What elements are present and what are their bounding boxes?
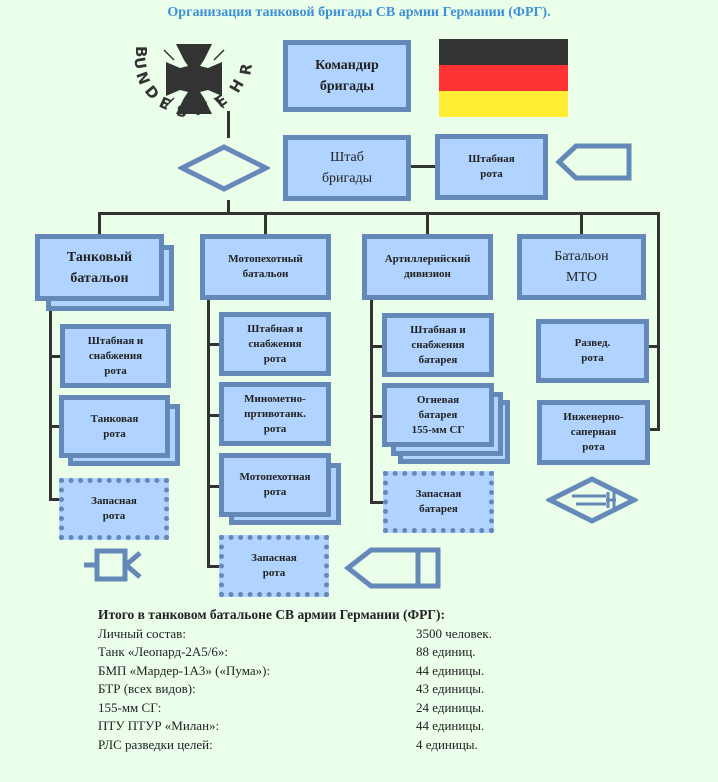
summary-value: 3500 человек. — [416, 625, 492, 641]
summary-value: 4 единицы. — [416, 736, 478, 752]
tank-symbol-icon — [84, 548, 142, 582]
svg-text:U: U — [130, 56, 150, 71]
bundeswehr-logo: B U N D E S W E H R — [130, 44, 256, 121]
connector — [207, 343, 221, 346]
connector — [648, 428, 660, 431]
summary-table: Итого в танковом батальоне СВ армии Герм… — [98, 606, 492, 754]
connector — [207, 300, 210, 568]
svg-text:B: B — [132, 46, 150, 57]
company-pennant-icon — [555, 143, 632, 181]
summary-row: БМП «Мардер-1А3» («Пума»): 44 единицы. — [98, 662, 492, 681]
summary-label: 155-мм СГ: — [98, 699, 162, 715]
summary-value: 24 единицы. — [416, 699, 485, 715]
connector — [49, 355, 61, 358]
connector — [657, 212, 660, 430]
connector — [207, 485, 221, 488]
connector — [49, 300, 52, 500]
summary-label: ПТУ ПТУР «Милан»: — [98, 718, 220, 733]
svg-text:D: D — [141, 82, 163, 103]
connector — [49, 425, 61, 428]
tank-bn-hq-supply-company[interactable]: Штабная и снабжения рота — [60, 324, 171, 388]
summary-label: РЛС разведки целей: — [98, 736, 213, 752]
node-commander[interactable]: Командир бригады — [283, 40, 411, 112]
connector — [580, 212, 583, 236]
engineer-diamond-icon — [546, 476, 638, 524]
summary-value: 44 единицы. — [416, 662, 485, 678]
summary-value: 44 единицы. — [416, 718, 485, 733]
connector — [207, 414, 221, 417]
summary-row: Личный состав: 3500 человек. — [98, 625, 492, 644]
svg-text:S: S — [176, 102, 188, 121]
summary-row: РЛС разведки целей: 4 единицы. — [98, 736, 492, 755]
connector — [648, 345, 660, 348]
connector — [227, 111, 230, 138]
connector — [370, 415, 384, 418]
summary-row: Танк «Леопард-2А5/6»: 88 единиц. — [98, 643, 492, 662]
connector — [98, 212, 101, 236]
mech-bn-reserve-company[interactable]: Запасная рота — [219, 535, 329, 597]
summary-value: 88 единиц. — [416, 644, 476, 659]
mech-infantry-company[interactable]: Мотопехотная рота — [219, 453, 331, 517]
germany-flag — [439, 39, 568, 117]
tank-bn-reserve-company[interactable]: Запасная рота — [59, 478, 169, 540]
summary-label: БМП «Мардер-1А3» («Пума»): — [98, 662, 271, 678]
node-brigade-hq[interactable]: Штаб бригады — [283, 135, 411, 201]
connector — [207, 565, 221, 568]
svg-text:E: E — [212, 91, 231, 112]
summary-value: 43 единицы. — [416, 681, 485, 696]
iron-cross-icon — [166, 44, 222, 114]
summary-heading: Итого в танковом батальоне СВ армии Герм… — [98, 607, 445, 622]
summary-row: БТР (всех видов): 43 единицы. — [98, 680, 492, 699]
diagram-title: Организация танковой бригады СВ армии Ге… — [167, 5, 551, 20]
node-tank-battalion[interactable]: Танковый батальон — [35, 234, 164, 301]
connector — [370, 501, 384, 504]
node-artillery-division[interactable]: Артиллерийский дивизион — [362, 234, 493, 300]
svg-text:W: W — [190, 98, 211, 120]
hq-symbol-diamond-icon — [178, 144, 270, 192]
svg-text:R: R — [236, 62, 256, 77]
node-mech-battalion[interactable]: Мотопехотный батальон — [200, 234, 331, 300]
tank-company[interactable]: Танковая рота — [59, 395, 170, 458]
summary-label: Личный состав: — [98, 625, 186, 641]
connector — [264, 212, 267, 236]
recon-company[interactable]: Развед. рота — [536, 319, 649, 383]
svg-text:E: E — [156, 93, 173, 114]
summary-row: ПТУ ПТУР «Милан»: 44 единицы. — [98, 717, 492, 736]
svg-text:N: N — [132, 69, 153, 87]
node-hq-company[interactable]: Штабная рота — [435, 134, 548, 200]
connector — [227, 200, 230, 214]
mortar-antitank-company[interactable]: Минометно- пртивотанк. рота — [219, 382, 331, 446]
art-reserve-battery[interactable]: Запасная батарея — [383, 471, 494, 533]
connector — [370, 345, 384, 348]
fire-battery-155mm[interactable]: Огневая батарея 155-мм СГ — [382, 383, 494, 447]
svg-text:H: H — [226, 76, 248, 96]
summary-label: БТР (всех видов): — [98, 681, 196, 696]
engineer-company[interactable]: Инженерно- саперная рота — [537, 400, 650, 465]
connector — [426, 212, 429, 236]
connector — [408, 165, 438, 168]
summary-row: 155-мм СГ: 24 единицы. — [98, 699, 492, 718]
art-hq-supply-battery[interactable]: Штабная и снабжения батарея — [382, 313, 494, 377]
connector — [98, 212, 659, 215]
summary-label: Танк «Леопард-2А5/6»: — [98, 644, 229, 659]
mech-bn-hq-supply-company[interactable]: Штабная и снабжения рота — [219, 312, 331, 376]
infantry-pennant-icon — [343, 547, 441, 589]
connector — [49, 498, 61, 501]
connector — [370, 300, 373, 504]
node-logistics-battalion[interactable]: Батальон МТО — [517, 234, 646, 300]
